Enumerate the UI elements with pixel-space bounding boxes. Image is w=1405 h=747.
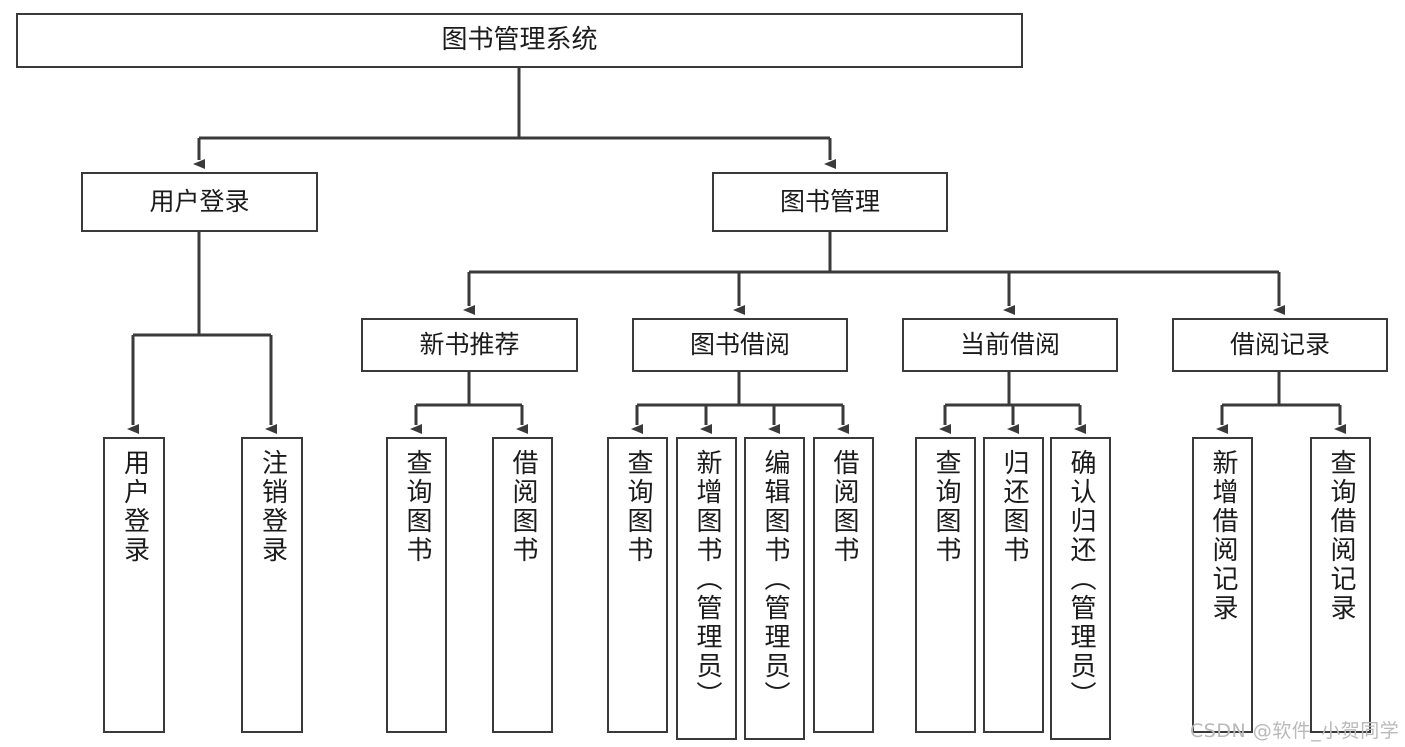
leaf-borrow-book-new[interactable]: 借阅图书 [492, 437, 553, 733]
leaf-query-borrow-record[interactable]: 查询借阅记录 [1310, 437, 1371, 733]
leaf-query-book-borrow-label: 查询图书 [623, 449, 654, 565]
node-user-login[interactable]: 用户登录 [81, 172, 318, 232]
leaf-user-login-label: 用户登录 [119, 449, 150, 565]
node-borrow-record-label: 借阅记录 [1229, 330, 1330, 359]
leaf-query-borrow-record-label: 查询借阅记录 [1326, 449, 1357, 623]
node-current-borrow[interactable]: 当前借阅 [902, 318, 1118, 372]
leaf-add-book-admin-label: 新增图书（管理员） [692, 449, 723, 710]
leaf-confirm-return-admin[interactable]: 确认归还（管理员） [1050, 437, 1111, 740]
leaf-add-borrow-record[interactable]: 新增借阅记录 [1192, 437, 1253, 733]
leaf-query-book-current-label: 查询图书 [931, 449, 962, 565]
leaf-borrow-book-new-label: 借阅图书 [508, 449, 539, 565]
leaf-query-book-current[interactable]: 查询图书 [915, 437, 976, 733]
node-root[interactable]: 图书管理系统 [16, 13, 1023, 68]
leaf-edit-book-admin-label: 编辑图书（管理员） [760, 449, 791, 710]
leaf-edit-book-admin[interactable]: 编辑图书（管理员） [744, 437, 805, 740]
node-current-borrow-label: 当前借阅 [959, 330, 1060, 359]
leaf-add-borrow-record-label: 新增借阅记录 [1208, 449, 1239, 623]
leaf-query-book-borrow[interactable]: 查询图书 [607, 437, 668, 733]
node-book-manage-label: 图书管理 [779, 187, 880, 216]
leaf-borrow-book-borrow[interactable]: 借阅图书 [813, 437, 874, 733]
leaf-return-book-label: 归还图书 [999, 449, 1030, 565]
node-book-borrow-label: 图书借阅 [689, 330, 790, 359]
node-book-manage[interactable]: 图书管理 [712, 172, 948, 232]
node-borrow-record[interactable]: 借阅记录 [1172, 318, 1388, 372]
csdn-watermark: CSDN @软件_小贺同学 [1190, 720, 1400, 742]
node-book-borrow[interactable]: 图书借阅 [632, 318, 848, 372]
leaf-user-login[interactable]: 用户登录 [103, 437, 165, 733]
leaf-query-book-new[interactable]: 查询图书 [386, 437, 447, 733]
node-new-book-recommend-label: 新书推荐 [419, 330, 520, 359]
leaf-logout-login[interactable]: 注销登录 [241, 437, 303, 733]
leaf-query-book-new-label: 查询图书 [402, 449, 433, 565]
leaf-add-book-admin[interactable]: 新增图书（管理员） [676, 437, 737, 740]
node-user-login-label: 用户登录 [149, 187, 250, 216]
leaf-confirm-return-admin-label: 确认归还（管理员） [1066, 449, 1097, 710]
node-root-label: 图书管理系统 [441, 24, 598, 55]
leaf-logout-login-label: 注销登录 [257, 449, 288, 565]
leaf-borrow-book-borrow-label: 借阅图书 [829, 449, 860, 565]
node-new-book-recommend[interactable]: 新书推荐 [361, 318, 578, 372]
leaf-return-book[interactable]: 归还图书 [983, 437, 1044, 733]
